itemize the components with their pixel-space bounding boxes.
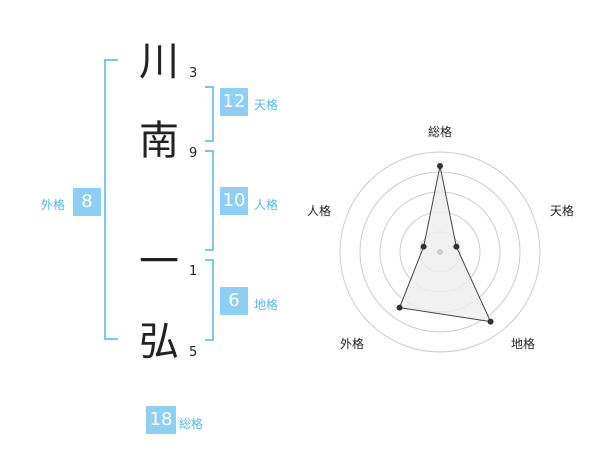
stroke-count-1: 3	[189, 66, 198, 81]
radar-label-gaikaku: 外格	[340, 337, 365, 351]
chikaku-label: 地格	[254, 298, 279, 312]
name-char-4: 弘	[139, 319, 179, 365]
radar-point	[437, 163, 443, 169]
soukaku-badge: 18	[146, 406, 176, 434]
radar-center	[437, 249, 443, 255]
jinkaku-badge: 10	[220, 187, 248, 215]
gaikaku-label: 外格	[41, 198, 66, 212]
name-char-3: 一	[139, 239, 179, 285]
radar-ring	[339, 151, 541, 353]
radar-label-chikaku: 地格	[511, 337, 536, 351]
radar-label-jinkaku: 人格	[307, 204, 332, 218]
radar-point	[453, 243, 460, 250]
tenkaku-bracket	[205, 86, 214, 142]
radar-polygon	[398, 165, 492, 323]
stroke-count-4: 5	[189, 345, 198, 360]
radar-points	[396, 163, 494, 325]
tenkaku-label: 天格	[254, 98, 279, 112]
radar-label-tenkaku: 天格	[550, 204, 575, 218]
radar-point	[487, 318, 494, 325]
jinkaku-label: 人格	[254, 198, 279, 212]
stroke-count-3: 1	[189, 264, 198, 279]
radar-label-soukaku: 総格	[428, 125, 453, 139]
tenkaku-badge: 12	[220, 88, 248, 116]
stroke-count-2: 9	[189, 146, 198, 161]
chikaku-bracket	[205, 259, 214, 341]
jinkaku-bracket	[205, 150, 214, 251]
name-char-2: 南	[139, 118, 179, 164]
radar-point	[396, 304, 403, 311]
gaikaku-badge: 8	[73, 188, 101, 216]
soukaku-label: 総格	[179, 417, 204, 431]
gaikaku-bracket	[104, 59, 118, 340]
radar-point	[420, 243, 427, 250]
chikaku-badge: 6	[220, 287, 248, 315]
name-char-1: 川	[139, 39, 179, 85]
